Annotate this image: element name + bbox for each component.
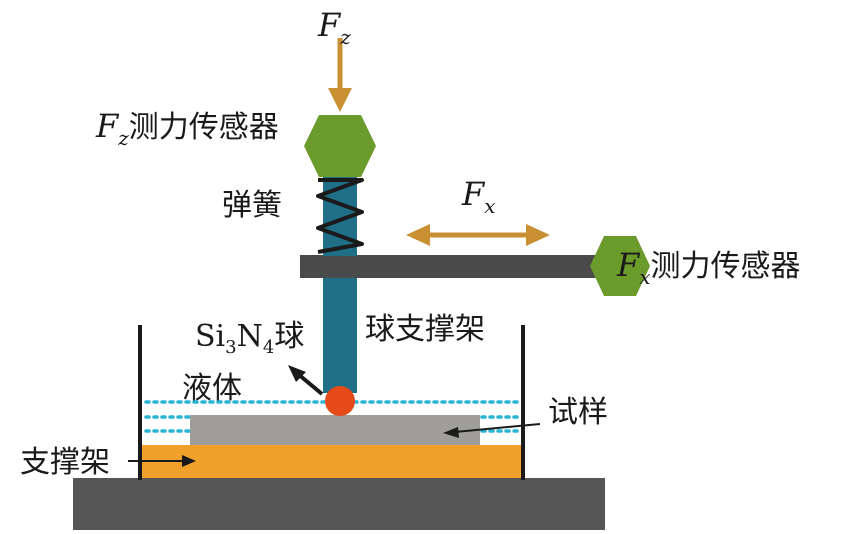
fx-sensor-icon xyxy=(590,236,650,296)
sample-pointer-arrow xyxy=(443,423,541,438)
spring-label: 弹簧 xyxy=(222,188,282,223)
ball-holder-rod xyxy=(323,278,357,393)
fx-force-label: Fx xyxy=(461,175,495,218)
ball-pointer-arrow xyxy=(288,365,324,396)
spring-coil xyxy=(316,178,364,254)
support-label: 支撑架 xyxy=(20,445,110,480)
support-block xyxy=(142,445,521,478)
sample-plate xyxy=(190,415,480,445)
ball-holder-label: 球支撑架 xyxy=(365,312,485,347)
support-pointer-arrow xyxy=(128,455,196,467)
fz-arrow xyxy=(328,38,352,112)
liquid-label: 液体 xyxy=(182,371,242,406)
fz-force-label: Fz xyxy=(317,6,351,49)
horizontal-arm xyxy=(300,255,602,278)
fz-sensor-icon xyxy=(304,115,376,177)
sample-label: 试样 xyxy=(548,395,608,430)
fx-arrow xyxy=(406,224,550,246)
si3n4-ball xyxy=(325,386,355,416)
fz-sensor-label: Fz测力传感器 xyxy=(95,107,279,150)
fx-sensor-label: Fx测力传感器 xyxy=(616,246,800,289)
si3n4-ball-label: Si3N4球 xyxy=(195,319,304,358)
base-plate xyxy=(73,478,605,530)
